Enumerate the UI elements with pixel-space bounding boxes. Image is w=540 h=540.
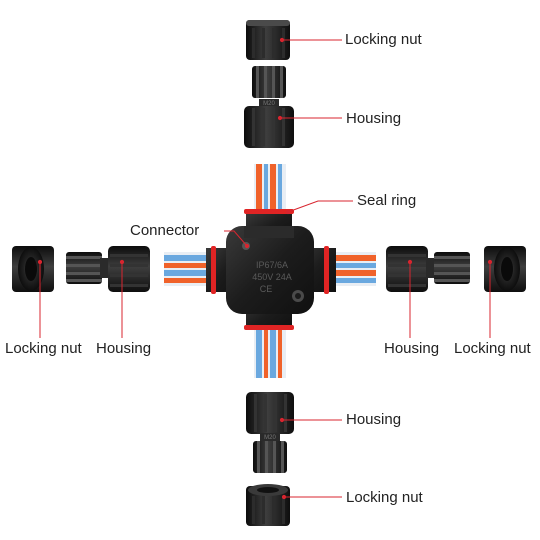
leader-housing-top — [277, 115, 342, 121]
bottom-housing-size-marking: M20 — [264, 435, 276, 441]
body-marking-rating: IP67/6A — [256, 260, 288, 270]
label-housing-right: Housing — [384, 340, 440, 357]
label-locking-nut-right: Locking nut — [454, 340, 531, 357]
left-spring-contacts — [164, 252, 206, 286]
label-housing-bottom: Housing — [346, 411, 402, 428]
right-locking-nut — [484, 246, 526, 292]
connector-body — [206, 212, 336, 330]
leader-housing-left — [119, 259, 125, 338]
body-marking-voltage: 450V 24A — [252, 272, 292, 282]
label-connector: Connector — [130, 222, 200, 239]
label-seal-ring: Seal ring — [357, 192, 417, 209]
leader-lines — [37, 37, 493, 500]
leader-locking-nut-top — [279, 37, 342, 43]
label-locking-nut-left: Locking nut — [5, 340, 82, 357]
label-locking-nut-bottom: Locking nut — [346, 489, 423, 506]
leader-seal-ring — [285, 200, 353, 215]
left-locking-nut — [12, 246, 54, 292]
top-housing-size-marking: M20 — [263, 101, 275, 107]
left-housing — [66, 246, 150, 292]
leader-locking-nut-right — [487, 259, 493, 338]
leader-locking-nut-left — [37, 259, 43, 338]
body-marking-ce: CE — [260, 284, 273, 294]
leader-connector — [224, 230, 250, 249]
top-spring-contacts — [254, 164, 286, 212]
bottom-spring-contacts — [254, 330, 286, 378]
right-housing — [386, 246, 470, 292]
top-locking-nut — [246, 20, 290, 60]
seal-rings — [211, 209, 329, 330]
label-housing-top: Housing — [346, 110, 402, 127]
bottom-housing — [246, 392, 294, 473]
bottom-locking-nut — [246, 484, 290, 526]
leader-locking-nut-bottom — [281, 494, 342, 500]
leader-housing-right — [407, 259, 413, 338]
leader-housing-bottom — [279, 417, 342, 423]
top-housing — [244, 66, 294, 148]
label-locking-nut-top: Locking nut — [345, 31, 422, 48]
label-housing-left: Housing — [96, 340, 152, 357]
right-spring-contacts — [336, 252, 376, 286]
